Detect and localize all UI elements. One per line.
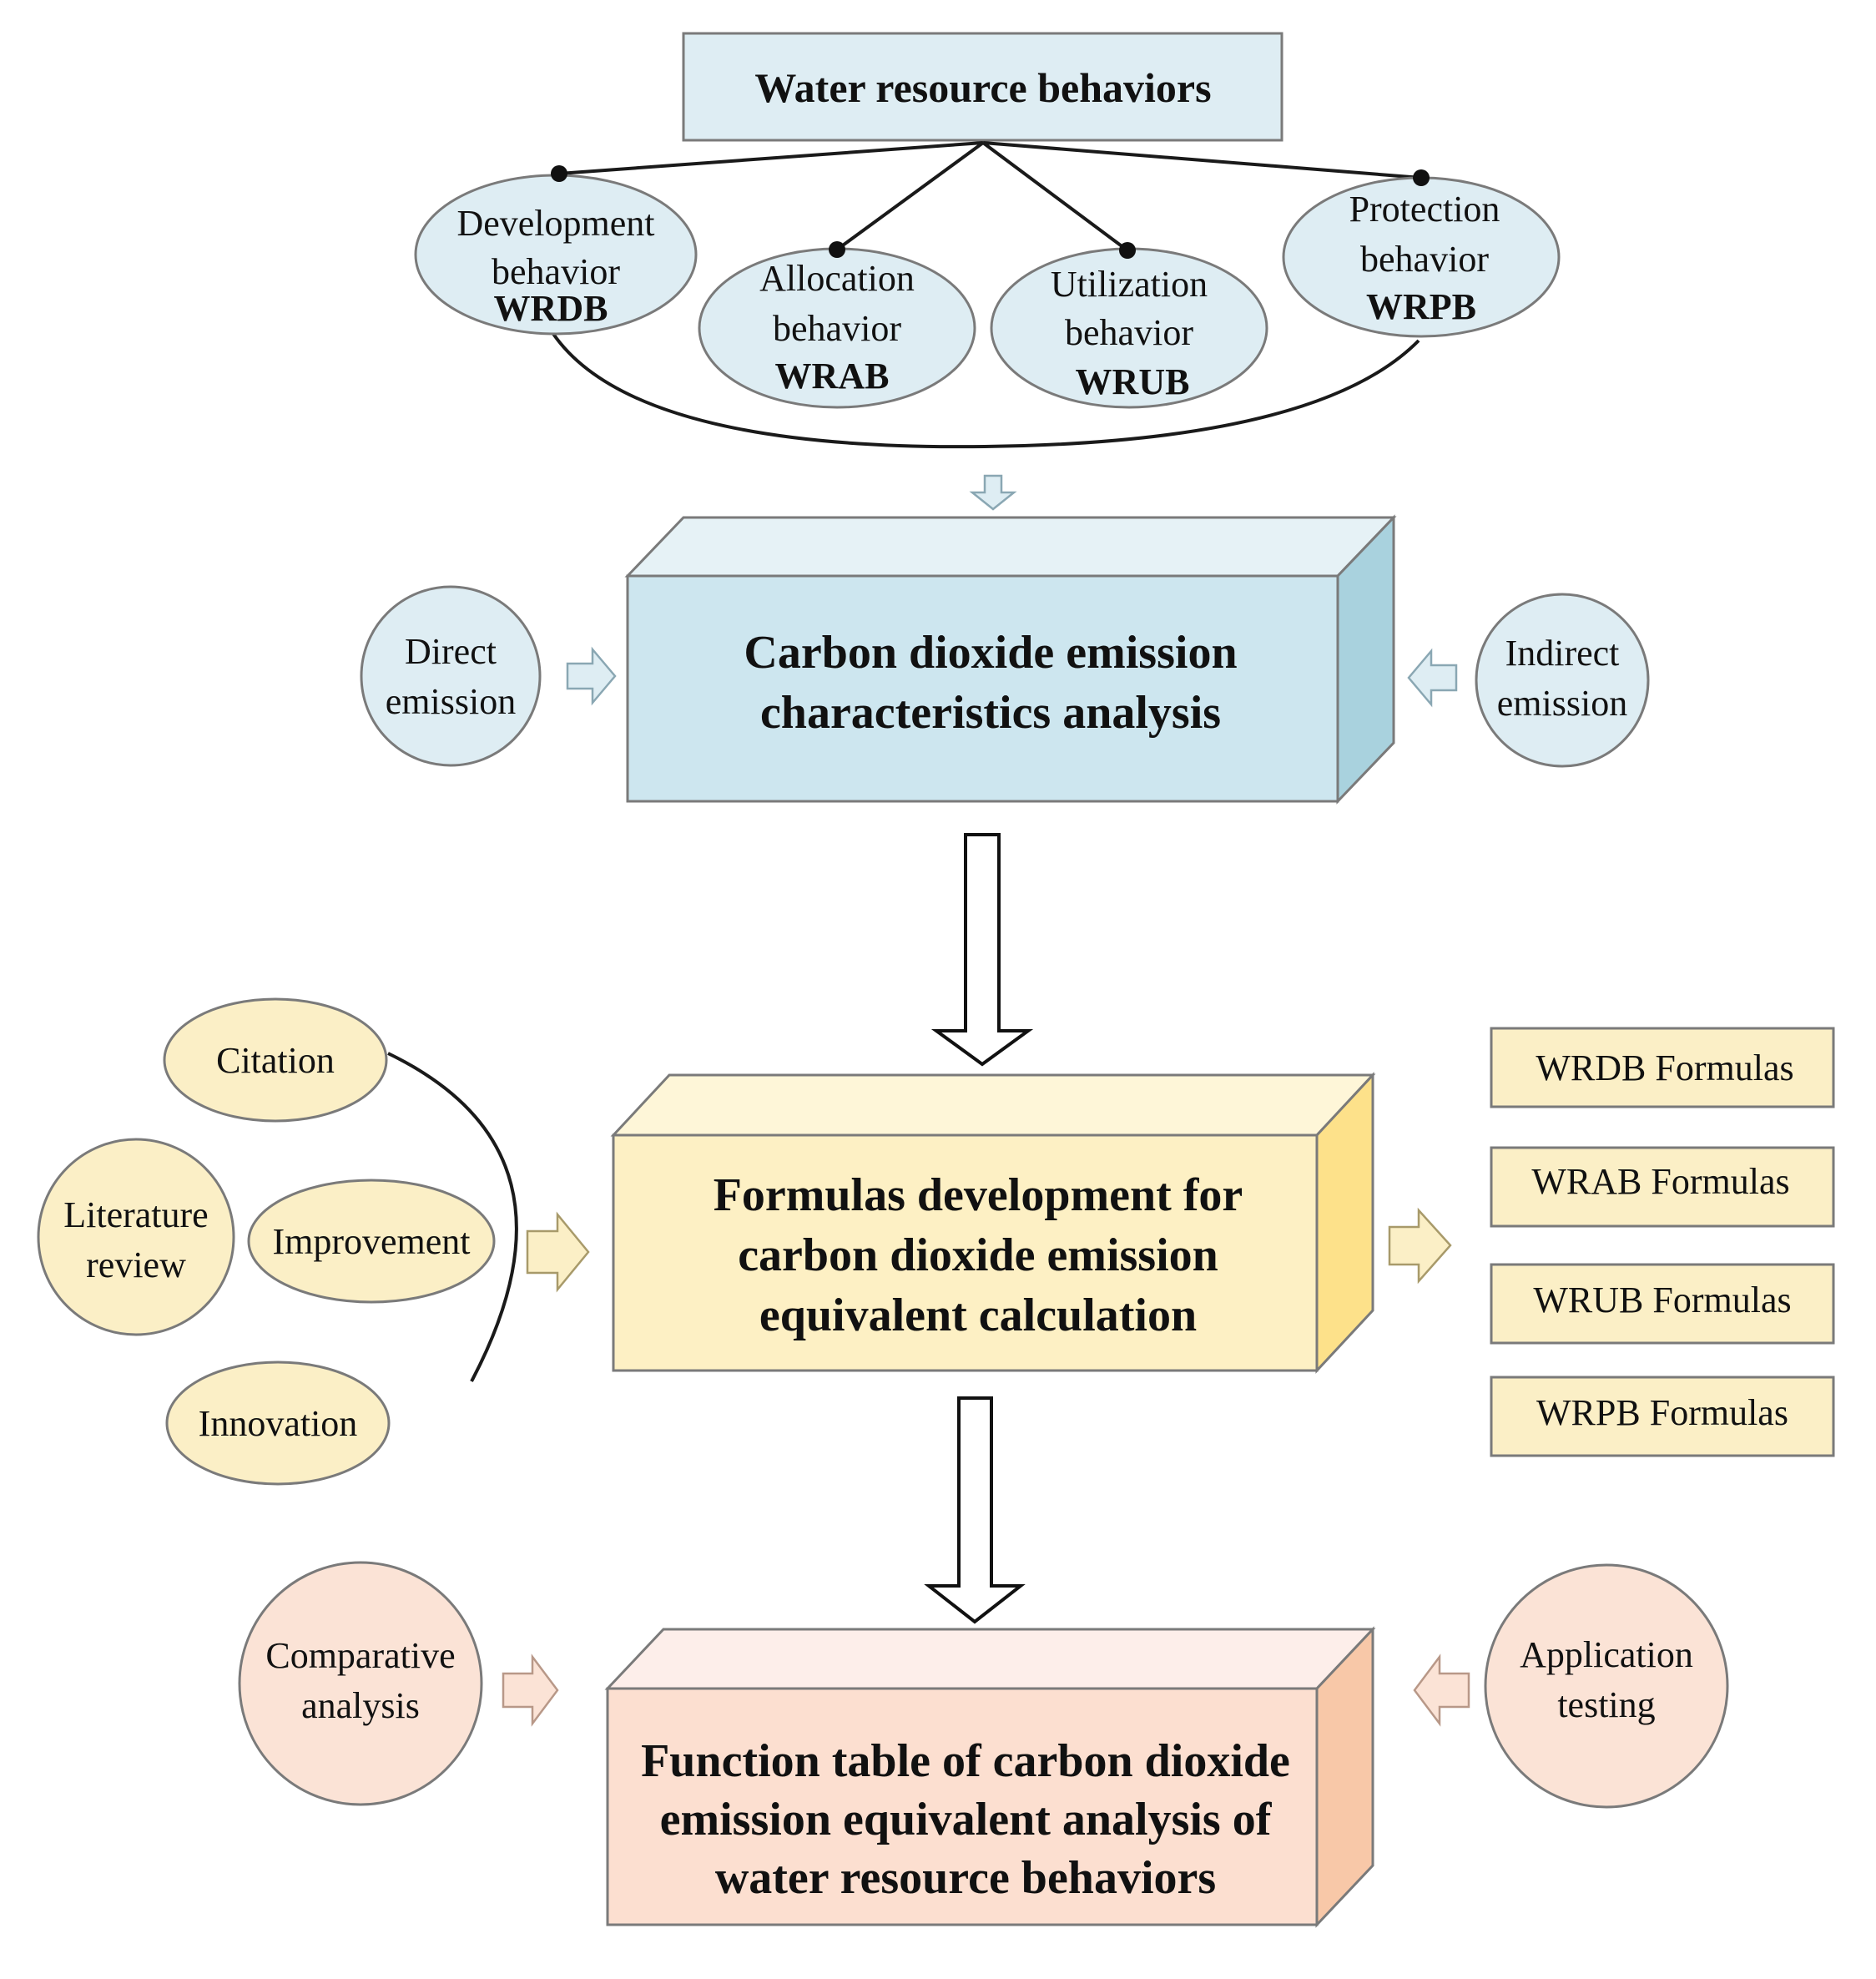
arrow-indirect-to-stage1 (1407, 648, 1458, 708)
behavior-allocation-line2: behavior (773, 308, 901, 349)
behavior-allocation-code: WRAB (775, 356, 890, 396)
stage3-title-line3: water resource behaviors (715, 1852, 1216, 1904)
formula-wrub-label: WRUB Formulas (1533, 1280, 1791, 1320)
stage3-box: Function table of carbon dioxide emissio… (604, 1626, 1376, 1928)
down-arrow-stage1-to-stage2 (930, 833, 1034, 1067)
formula-wrdb-label: WRDB Formulas (1536, 1048, 1793, 1088)
comparative-analysis-node: Comparative analysis (238, 1561, 483, 1806)
behavior-utilization: Utilization behavior WRUB (990, 247, 1268, 409)
innovation-label: Innovation (199, 1403, 358, 1444)
indirect-emission-line2: emission (1497, 683, 1627, 724)
comparative-analysis-line2: analysis (301, 1685, 420, 1726)
behavior-development: Development behavior WRDB (414, 174, 698, 336)
stage1-title-line1: Carbon dioxide emission (744, 627, 1237, 679)
direct-emission-line1: Direct (405, 631, 497, 672)
stage2-box: Formulas development for carbon dioxide … (610, 1072, 1376, 1374)
formula-wrab-label: WRAB Formulas (1531, 1161, 1789, 1202)
formula-box-wrdb: WRDB Formulas (1490, 1027, 1835, 1108)
inputs-bracket-curve (387, 1052, 518, 1382)
behavior-development-code: WRDB (494, 288, 608, 329)
formula-wrpb-label: WRPB Formulas (1536, 1392, 1788, 1433)
improvement-node: Improvement (247, 1179, 496, 1304)
direct-emission-line2: emission (386, 681, 516, 722)
indirect-emission-node: Indirect emission (1475, 593, 1650, 768)
behavior-utilization-code: WRUB (1076, 361, 1190, 402)
behavior-connectors (552, 141, 1422, 449)
behavior-allocation-line1: Allocation (759, 258, 915, 299)
water-resource-behaviors-box (682, 32, 1283, 142)
application-testing-line1: Application (1520, 1634, 1693, 1675)
behavior-protection-line1: Protection (1349, 189, 1500, 230)
behavior-utilization-line1: Utilization (1051, 264, 1208, 305)
behavior-protection-line2: behavior (1360, 239, 1489, 280)
arrow-application-to-stage3 (1413, 1653, 1470, 1727)
stage2-title-line1: Formulas development for (714, 1169, 1243, 1221)
citation-label: Citation (216, 1040, 335, 1081)
application-testing-line2: testing (1557, 1684, 1655, 1725)
behavior-development-line2: behavior (492, 251, 620, 292)
water-resource-behaviors-label: Water resource behaviors (754, 64, 1211, 111)
stage2-title-line2: carbon dioxide emission (738, 1229, 1218, 1281)
literature-review-node: Literature review (37, 1138, 235, 1336)
behavior-utilization-line2: behavior (1065, 312, 1193, 353)
behavior-allocation: Allocation behavior WRAB (698, 247, 976, 409)
arrow-stage2-to-formulas (1388, 1207, 1452, 1285)
stage2-title-line3: equivalent calculation (759, 1290, 1197, 1341)
literature-review-line1: Literature (63, 1194, 208, 1235)
behavior-protection-code: WRPB (1366, 286, 1476, 327)
behavior-development-line1: Development (456, 203, 654, 244)
arrow-comparative-to-stage3 (502, 1653, 559, 1727)
down-arrow-small (969, 474, 1017, 511)
indirect-emission-line1: Indirect (1505, 633, 1620, 674)
application-testing-node: Application testing (1484, 1563, 1729, 1809)
citation-node: Citation (163, 997, 388, 1123)
connector-dots (551, 165, 1430, 259)
direct-emission-node: Direct emission (360, 585, 542, 767)
improvement-label: Improvement (272, 1221, 470, 1262)
arrow-inputs-to-stage2 (526, 1211, 590, 1293)
formula-box-wrpb: WRPB Formulas (1490, 1376, 1835, 1457)
stage3-title-line2: emission equivalent analysis of (660, 1794, 1273, 1845)
innovation-node: Innovation (165, 1361, 391, 1486)
literature-review-line2: review (86, 1244, 186, 1285)
formula-box-wrub: WRUB Formulas (1490, 1263, 1835, 1345)
formula-box-wrab: WRAB Formulas (1490, 1146, 1835, 1228)
down-arrow-stage2-to-stage3 (924, 1396, 1026, 1624)
stage3-title-line1: Function table of carbon dioxide (641, 1735, 1290, 1787)
behavior-protection: Protection behavior WRPB (1282, 176, 1561, 338)
stage1-title-line2: characteristics analysis (760, 687, 1221, 739)
arrow-direct-to-stage1 (566, 646, 617, 706)
stage1-box: Carbon dioxide emission characteristics … (624, 514, 1397, 805)
comparative-analysis-line1: Comparative (265, 1635, 455, 1676)
